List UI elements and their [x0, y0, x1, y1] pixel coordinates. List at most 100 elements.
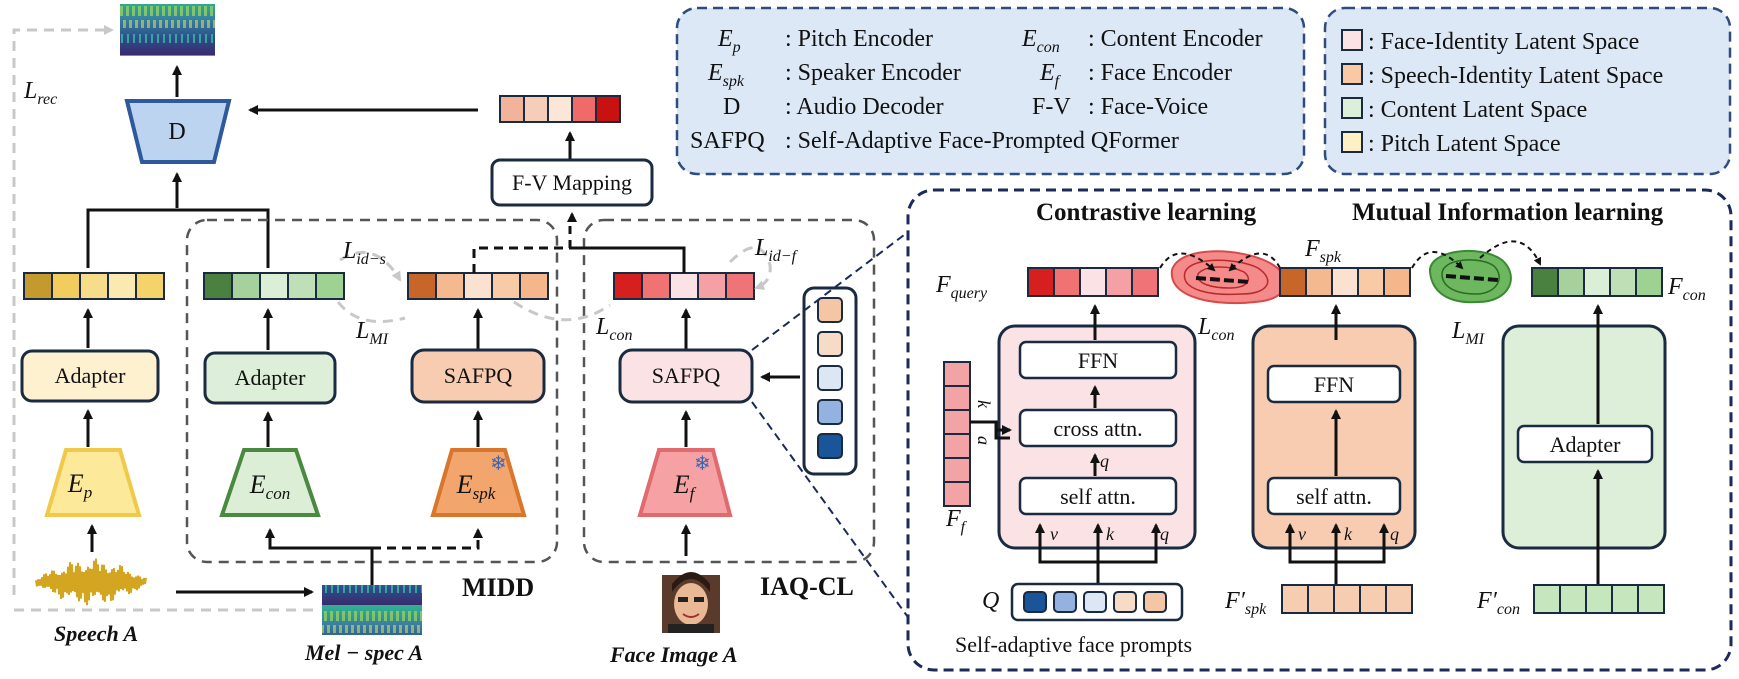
f-spk-prime-vector [1281, 584, 1413, 614]
pitch-adapter-block [20, 349, 160, 403]
econ-label: Econ [249, 470, 290, 503]
face-self-attn-block [1018, 476, 1178, 516]
f-con-cell [1531, 267, 1559, 297]
legend-ef-symbol: Ef [1039, 60, 1062, 90]
legend-label-face-identity: : Face-Identity Latent Space [1368, 29, 1639, 55]
legend-fv-symbol: F-V [1032, 94, 1071, 120]
f-con-prime-cell [1585, 584, 1613, 614]
legend-label-content: : Content Latent Space [1368, 97, 1587, 123]
f-spk-prime-cell [1281, 584, 1309, 614]
prompt-token [1083, 591, 1107, 613]
mel-to-espk-arrow [372, 528, 483, 550]
q-label: Q [982, 588, 999, 614]
content-detail-adapter-label: Adapter [1550, 432, 1622, 457]
cross-attn-block [1018, 408, 1178, 448]
legend-swatch-pitch [1341, 131, 1363, 153]
content-adapter-block [203, 351, 337, 405]
speaker-q-input-arrow [1336, 523, 1389, 564]
l-rec-label: Lrec [23, 78, 57, 108]
legend-ep-symbol: Ep [717, 26, 741, 56]
speaker-ffn-label: FFN [1314, 372, 1354, 397]
safpq-speaker-label: SAFPQ [444, 363, 513, 388]
face-q-label: q [1160, 524, 1169, 544]
safpq-face-block [618, 348, 754, 404]
speaker-cell [435, 272, 465, 300]
speaker-latent-vector [407, 272, 549, 300]
f-query-cell [1105, 267, 1133, 297]
frozen-snowflake-icon: ❄ [694, 451, 711, 475]
speaker-cell [491, 272, 521, 300]
self-adaptive-prompts-caption: Self-adaptive face prompts [955, 632, 1192, 657]
face-cell [641, 272, 671, 300]
l-mi-label: LMI [355, 318, 389, 348]
face-cell [613, 272, 643, 300]
face-v-label: v [1050, 524, 1058, 544]
prompt-token [817, 365, 843, 391]
pitch-latent-vector [23, 272, 165, 300]
prompt-token [817, 433, 843, 459]
face-image [662, 572, 720, 633]
f-spk-cell [1331, 267, 1359, 297]
legend-abbreviations: Ep : Pitch Encoder Espk : Speaker Encode… [675, 6, 1306, 176]
fv-output-cell [595, 95, 621, 123]
face-ffn-label: FFN [1078, 348, 1118, 373]
l-id-f-label: Lid−f [754, 235, 799, 265]
mutual-info-blob [1428, 249, 1512, 304]
speaker-cell [519, 272, 549, 300]
f-query-label: Fquery [935, 272, 988, 302]
speaker-v-input-arrow [1285, 523, 1338, 584]
output-spectrogram [120, 4, 215, 56]
contrastive-arrow-left [1159, 252, 1216, 272]
f-con-label: Fcon [1667, 274, 1706, 304]
mi-arrow-left [1411, 251, 1464, 270]
f-f-cell [943, 361, 971, 387]
detail-l-con-label: Lcon [1197, 314, 1234, 344]
pitch-cell [23, 272, 53, 300]
prompt-token [1023, 591, 1047, 613]
f-con-cell [1609, 267, 1637, 297]
safpq-face-label: SAFPQ [652, 363, 721, 388]
frozen-snowflake-icon: ❄ [490, 451, 507, 475]
face-latent-vector [613, 272, 755, 300]
detail-l-mi-label: LMI [1451, 318, 1485, 348]
f-con-prime-cell [1533, 584, 1561, 614]
face-cell [669, 272, 699, 300]
content-latent-vector [203, 272, 345, 300]
f-f-vector [943, 361, 971, 507]
safpq-speaker-block [410, 348, 546, 404]
content-cell [287, 272, 317, 300]
fv-output-cell [547, 95, 573, 123]
content-cell [203, 272, 233, 300]
legend-ef-desc: : Face Encoder [1088, 60, 1232, 86]
cross-attn-q-label: q [1100, 451, 1109, 471]
prompt-token [1053, 591, 1077, 613]
legend-label-pitch: : Pitch Latent Space [1368, 131, 1561, 157]
decoder-input-bus [86, 208, 270, 268]
decoder-label: D [168, 119, 185, 145]
fv-output-cell [571, 95, 597, 123]
pitch-cell [135, 272, 165, 300]
f-spk-cell [1305, 267, 1333, 297]
f-spk-cell [1383, 267, 1411, 297]
zoom-line-bottom [751, 401, 911, 621]
legend-ep-desc: : Pitch Encoder [785, 26, 933, 52]
face-ffn-block [1018, 340, 1178, 380]
l-id-s-label: Lid−s [342, 238, 386, 268]
legend-swatch-speech-identity [1341, 63, 1363, 85]
speaker-k-label: k [1344, 524, 1353, 544]
prompt-token [1143, 591, 1167, 613]
f-query-vector [1027, 267, 1159, 297]
legend-safpq-symbol: SAFPQ [690, 128, 765, 154]
f-con-vector [1531, 267, 1663, 297]
face-v-input-arrow [1035, 523, 1100, 584]
f-spk-cell [1279, 267, 1307, 297]
face-cell [725, 272, 755, 300]
prompt-token [817, 399, 843, 425]
fv-output-cell [499, 95, 525, 123]
speaker-encoder [430, 448, 527, 517]
face-cell [697, 272, 727, 300]
l-id-s-curve [339, 251, 402, 282]
speaker-self-attn-label: self attn. [1296, 484, 1372, 509]
ef-label: Ef [673, 470, 697, 503]
